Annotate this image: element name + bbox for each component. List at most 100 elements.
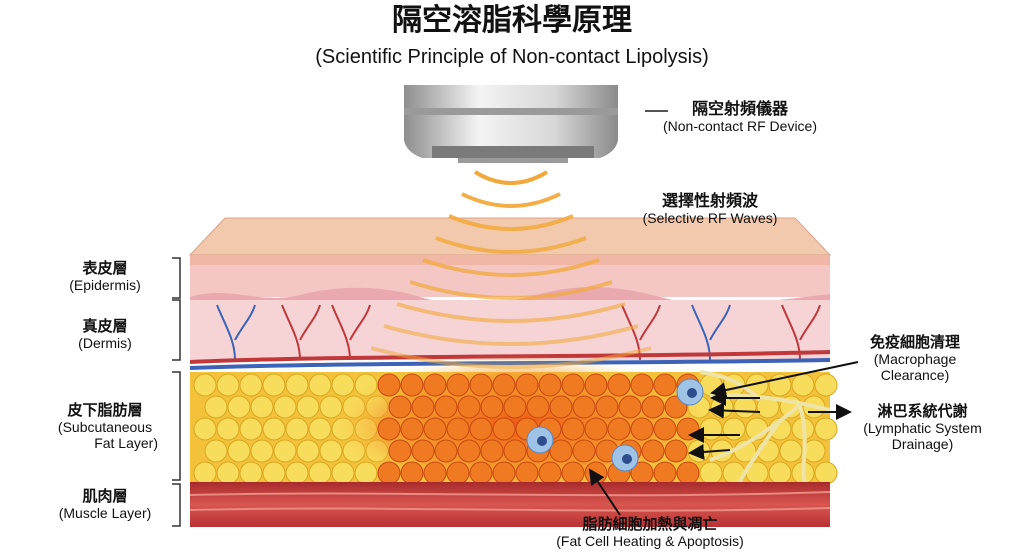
- heated-fat-cell: [434, 395, 458, 419]
- label-macrophage-en1: (Macrophage: [873, 351, 957, 368]
- heated-fat-cell: [515, 461, 539, 485]
- rf-wave-arc: [409, 280, 613, 300]
- fat-cell: [319, 439, 343, 463]
- blood-vessel: [281, 304, 321, 361]
- fat-cell: [308, 417, 332, 441]
- label-lymph-en1: (Lymphatic System: [863, 420, 982, 437]
- fat-cell: [216, 461, 240, 485]
- fat-cell: [216, 373, 240, 397]
- heated-fat-cell: [549, 439, 573, 463]
- label-fat-en2: Fat Layer): [94, 435, 158, 452]
- label-device: 隔空射頻儀器 (Non-contact RF Device): [640, 99, 840, 134]
- heated-fat-cell: [538, 373, 562, 397]
- fat-cell: [791, 373, 815, 397]
- heated-fat-cell: [676, 417, 700, 441]
- fat-cell: [193, 461, 217, 485]
- fat-cell: [733, 395, 757, 419]
- fat-cell: [722, 417, 746, 441]
- label-waves: 選擇性射頻波 (Selective RF Waves): [625, 191, 795, 226]
- fat-cell: [308, 373, 332, 397]
- label-dermis-en: (Dermis): [78, 335, 132, 352]
- heated-fat-cell: [561, 461, 585, 485]
- label-fat-zh: 皮下脂肪層: [67, 401, 143, 419]
- fat-cell: [216, 417, 240, 441]
- heated-fat-cell: [653, 417, 677, 441]
- label-apoptosis: 脂肪細胞加熱與凋亡 (Fat Cell Heating & Apoptosis): [530, 515, 770, 549]
- heated-fat-cell: [607, 373, 631, 397]
- fat-cell: [710, 395, 734, 419]
- heated-fat-cell: [377, 373, 401, 397]
- heated-fat-cell: [584, 417, 608, 441]
- heated-fat-cell: [446, 461, 470, 485]
- rf-wave-arc: [448, 214, 574, 231]
- fat-cell: [308, 461, 332, 485]
- blood-vessel: [216, 304, 256, 361]
- rf-wave-arc: [383, 324, 639, 346]
- dermis-layer: [190, 300, 830, 360]
- rf-wave-arc: [396, 302, 626, 323]
- fat-cell: [239, 417, 263, 441]
- heated-fat-cell: [572, 395, 596, 419]
- rf-device: [404, 85, 618, 163]
- heated-fat-cell: [561, 417, 585, 441]
- heated-fat-cell: [630, 373, 654, 397]
- label-lymph-en2: Drainage): [891, 436, 954, 453]
- label-dermis-zh: 真皮層: [82, 317, 128, 335]
- macrophages: [526, 378, 704, 472]
- heated-fat-cell: [388, 395, 412, 419]
- label-epidermis-zh: 表皮層: [82, 259, 128, 277]
- label-macrophage-en2: Clearance): [880, 367, 950, 384]
- heated-fat-cell: [446, 417, 470, 441]
- fat-cell: [699, 461, 723, 485]
- heated-fat-cell: [400, 461, 424, 485]
- heated-fat-cell: [538, 461, 562, 485]
- heated-fat-cell: [561, 373, 585, 397]
- heated-fat-cell: [411, 439, 435, 463]
- fat-cell: [262, 461, 286, 485]
- label-lymph: 淋巴系統代謝 (Lymphatic System Drainage): [845, 402, 1000, 453]
- label-fat-en1: (Subcutaneous: [57, 419, 153, 436]
- blood-vessels: [216, 304, 821, 361]
- fat-cell: [296, 395, 320, 419]
- fat-cell: [814, 417, 838, 441]
- heated-fat-cell: [503, 395, 527, 419]
- heated-fat-cell: [388, 439, 412, 463]
- fat-cell: [227, 439, 251, 463]
- heated-fat-cell: [515, 373, 539, 397]
- label-dermis: 真皮層 (Dermis): [40, 317, 170, 352]
- fat-cell: [285, 461, 309, 485]
- fat-cell: [814, 461, 838, 485]
- heated-fat-cell: [457, 395, 481, 419]
- rf-wave-arc: [461, 192, 561, 208]
- label-device-zh: 隔空射頻儀器: [691, 99, 788, 118]
- heated-fat-cell: [492, 373, 516, 397]
- heated-fat-cell: [411, 395, 435, 419]
- fat-cell: [193, 373, 217, 397]
- heated-fat-cell: [400, 417, 424, 441]
- heated-fat-cell: [480, 395, 504, 419]
- page-title: 隔空溶脂科學原理: [392, 3, 632, 38]
- fat-cell: [779, 439, 803, 463]
- heated-fat-cell: [423, 373, 447, 397]
- label-macrophage-zh: 免疫細胞清理: [869, 333, 960, 351]
- fat-cell: [227, 395, 251, 419]
- annotation-arrows: [588, 361, 859, 516]
- heated-fat-cell: [653, 373, 677, 397]
- fat-cell: [285, 417, 309, 441]
- label-lymph-zh: 淋巴系統代謝: [877, 402, 968, 420]
- fat-cell: [296, 439, 320, 463]
- fat-cell: [193, 417, 217, 441]
- heated-fat-cell: [653, 461, 677, 485]
- rf-wave-arc: [370, 346, 652, 369]
- rf-wave-arc: [435, 236, 587, 254]
- rf-wave-arc: [422, 258, 600, 277]
- heated-fat-cell: [572, 439, 596, 463]
- heated-fat-cell: [549, 395, 573, 419]
- heated-fat-cell: [492, 417, 516, 441]
- heated-fat-cell: [584, 373, 608, 397]
- heated-fat-cell: [469, 417, 493, 441]
- heated-fat-cell: [676, 461, 700, 485]
- label-apoptosis-zh: 脂肪細胞加熱與凋亡: [582, 515, 718, 533]
- heated-fat-cell: [607, 417, 631, 441]
